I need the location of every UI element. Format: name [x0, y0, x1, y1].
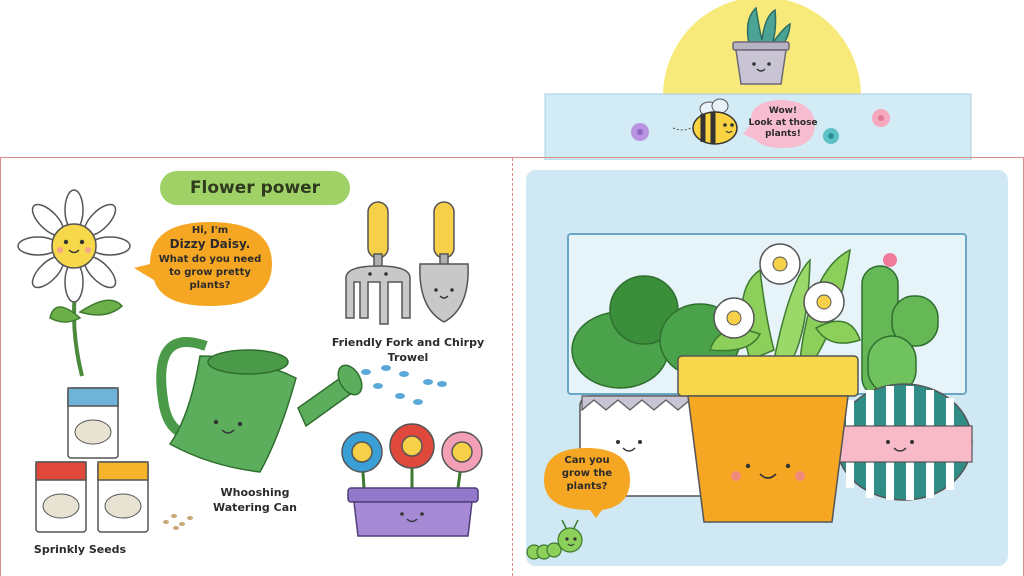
- caterpillar-icon: [526, 519, 583, 560]
- white-flower-icon: [759, 243, 801, 285]
- caterpillar-speech-line: Can you: [564, 455, 610, 466]
- succulent-pot-icon: [732, 6, 791, 85]
- fork-trowel-label: Friendly Fork and Chirpy Trowel: [331, 336, 485, 364]
- seeds-icon: [163, 514, 193, 530]
- daisy-speech-line: What do you need: [158, 253, 262, 265]
- red-flower-icon: [389, 423, 435, 469]
- daisy-speech-name: Dizzy Daisy.: [169, 237, 251, 251]
- bee-icon: [672, 98, 738, 145]
- daisy-speech-text: Hi, I'm Dizzy Daisy. What do you need to…: [148, 224, 272, 292]
- white-flower-icon: [713, 297, 755, 339]
- teal-flower-icon: [823, 128, 839, 144]
- caterpillar-speech-text: Can you grow the plants?: [546, 454, 628, 493]
- trowel-icon: [419, 201, 469, 323]
- potted-plants: [571, 243, 973, 523]
- bee-speech-line: Look at those: [748, 117, 818, 128]
- red-seed-packet-icon: [35, 461, 87, 533]
- caterpillar-speech-line: grow the: [561, 468, 613, 479]
- cactus-icon: [835, 253, 973, 501]
- fork-and-trowel: [345, 201, 469, 325]
- blue-seed-packet-icon: [67, 387, 119, 459]
- title-pill: [160, 171, 350, 205]
- fork-icon: [345, 201, 411, 325]
- purple-flower-icon: [631, 123, 649, 141]
- pink-flower-icon: [441, 431, 483, 473]
- page-title: Flower power: [189, 178, 321, 198]
- seed-packets: [35, 387, 149, 533]
- yellow-seed-packet-icon: [97, 461, 149, 533]
- bee-speech-text: Wow! Look at those plants!: [748, 106, 818, 141]
- watering-can-label-line: Whooshing: [220, 486, 290, 499]
- caterpillar-speech-line: plants?: [566, 481, 608, 492]
- flower-box: [341, 423, 483, 537]
- page-fold: [512, 158, 513, 576]
- pink-flower-icon: [872, 109, 890, 127]
- watering-can: [156, 337, 363, 473]
- flap-tab-art: [544, 0, 972, 161]
- watering-can-label: Whooshing Watering Can: [200, 486, 310, 516]
- daisy-speech-line: to grow pretty: [169, 266, 251, 278]
- blue-flower-icon: [341, 431, 383, 473]
- daisy-character: [17, 189, 131, 377]
- bee-speech-line: plants!: [765, 129, 801, 140]
- seeds-label: Sprinkly Seeds: [33, 543, 127, 556]
- caterpillar-speech-bubble: [544, 448, 630, 518]
- flowering-plant-icon: [677, 243, 861, 523]
- watering-can-label-line: Watering Can: [213, 500, 297, 514]
- daisy-speech-line: plants?: [189, 279, 231, 291]
- daisy-speech-line: Hi, I'm: [191, 225, 229, 236]
- white-flower-icon: [803, 281, 845, 323]
- bee-speech-line: Wow!: [768, 106, 798, 116]
- water-drops: [361, 365, 447, 405]
- flap-tab[interactable]: Wow! Look at those plants!: [543, 0, 973, 161]
- leafy-plant-icon: [571, 275, 741, 497]
- daisy-speech-bubble: [134, 222, 272, 306]
